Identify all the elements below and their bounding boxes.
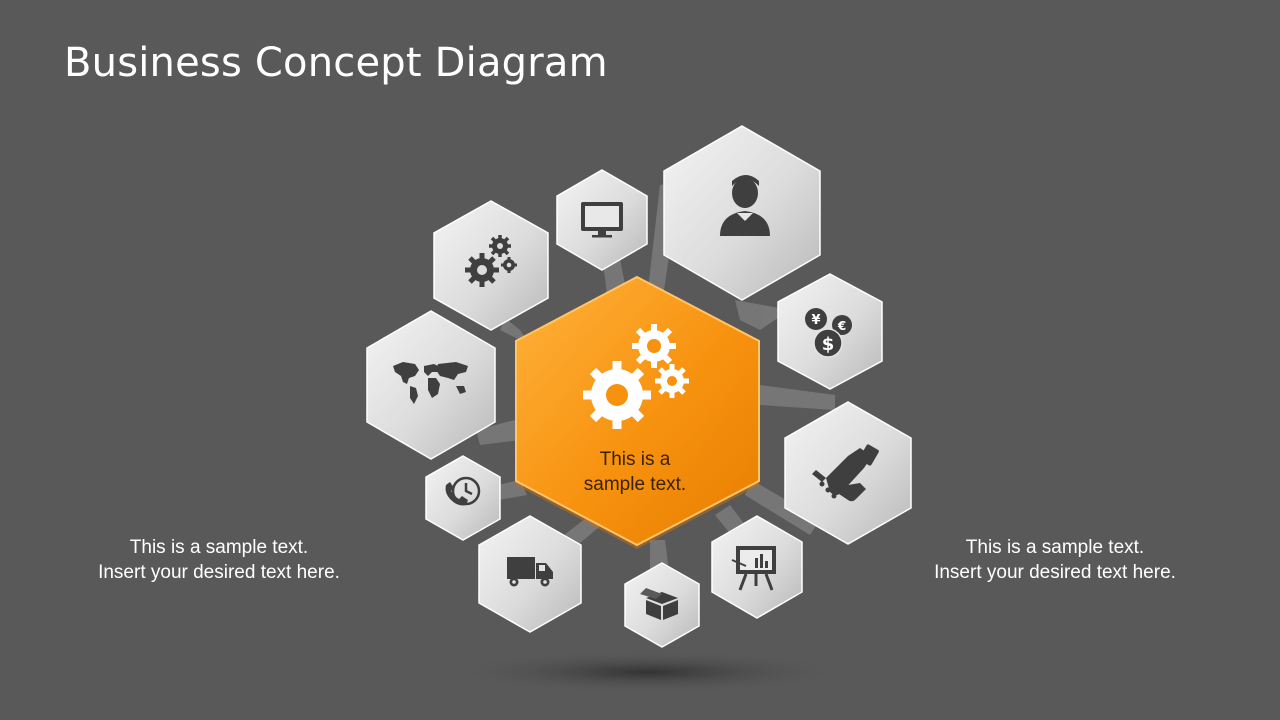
right-caption-line1: This is a sample text. bbox=[965, 537, 1145, 558]
delivery-truck-icon bbox=[507, 557, 553, 587]
right-caption-line2: Insert your desired text here. bbox=[934, 562, 1176, 583]
hexagon-world-map[interactable] bbox=[366, 310, 496, 460]
hexagon-currency[interactable]: ¥ € $ bbox=[777, 273, 883, 390]
hexagon-handshake[interactable] bbox=[784, 401, 912, 545]
floor-shadow bbox=[448, 650, 848, 694]
left-caption-line1: This is a sample text. bbox=[129, 537, 309, 558]
svg-text:¥: ¥ bbox=[811, 313, 820, 328]
hub-text: This is a sample text. bbox=[540, 447, 730, 497]
hexagon-gears-small[interactable] bbox=[433, 200, 549, 331]
central-hub-hexagon[interactable] bbox=[515, 275, 760, 549]
right-caption[interactable]: This is a sample text. Insert your desir… bbox=[890, 535, 1220, 585]
hub-gears-icon bbox=[583, 324, 689, 429]
left-caption-line2: Insert your desired text here. bbox=[98, 562, 340, 583]
phone-clock-icon bbox=[445, 476, 481, 506]
businessman-icon bbox=[720, 175, 770, 236]
slide-title[interactable]: Business Concept Diagram bbox=[64, 40, 608, 86]
left-caption[interactable]: This is a sample text. Insert your desir… bbox=[54, 535, 384, 585]
hexagon-package[interactable] bbox=[624, 562, 700, 648]
hub-text-line2: sample text. bbox=[583, 474, 687, 495]
hexagon-monitor[interactable] bbox=[556, 169, 648, 271]
world-map-icon bbox=[393, 362, 468, 404]
hexagon-phone-clock[interactable] bbox=[425, 455, 501, 541]
hexagon-businessman[interactable] bbox=[663, 125, 821, 301]
svg-text:$: $ bbox=[822, 334, 835, 355]
monitor-icon bbox=[581, 202, 623, 238]
currency-coins-icon: ¥ € $ bbox=[805, 308, 852, 358]
svg-text:€: € bbox=[837, 319, 846, 333]
hexagon-presentation[interactable] bbox=[711, 515, 803, 619]
presentation-board-icon bbox=[731, 546, 776, 591]
hexagon-truck[interactable] bbox=[478, 515, 582, 633]
gears-icon bbox=[465, 235, 517, 287]
package-box-icon bbox=[640, 588, 678, 620]
hub-text-line1: This is a bbox=[599, 449, 671, 470]
handshake-icon bbox=[812, 444, 879, 502]
